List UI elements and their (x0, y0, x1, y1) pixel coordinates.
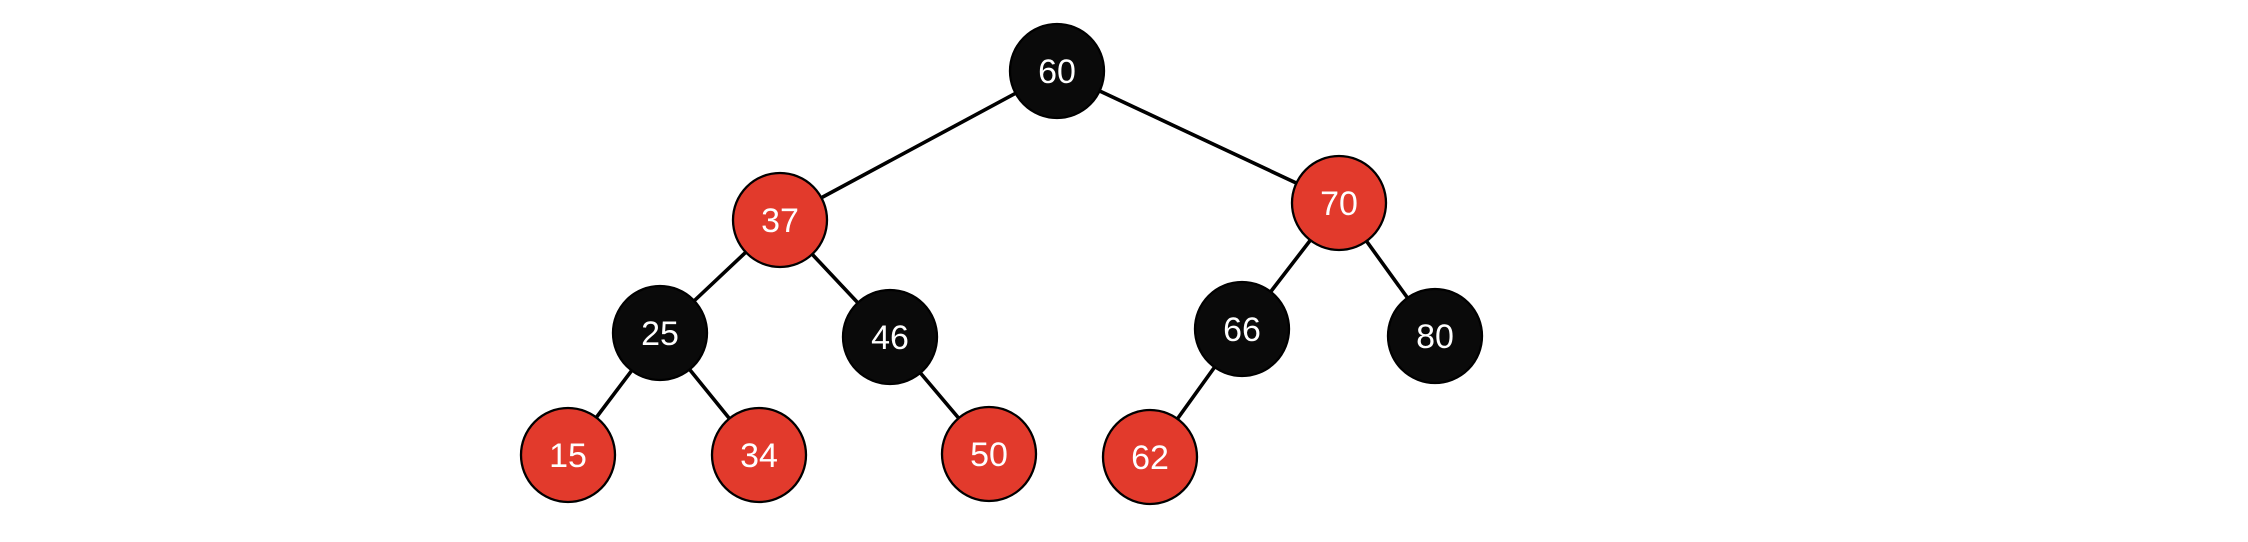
tree-node-25: 25 (611, 284, 709, 382)
node-label: 25 (641, 315, 679, 353)
node-label: 80 (1416, 318, 1454, 356)
tree-node-15: 15 (519, 406, 617, 504)
node-label: 70 (1320, 185, 1358, 223)
node-label: 34 (740, 437, 778, 475)
node-label: 46 (871, 319, 909, 357)
node-label: 15 (549, 437, 587, 475)
tree-edges-layer (566, 69, 1437, 459)
black-node-circle (1008, 22, 1106, 120)
node-label: 60 (1038, 53, 1076, 91)
tree-node-37: 37 (731, 171, 829, 269)
red-node-circle (940, 405, 1038, 503)
red-node-circle (710, 406, 808, 504)
red-node-circle (1290, 154, 1388, 252)
tree-node-34: 34 (710, 406, 808, 504)
node-label: 37 (761, 202, 799, 240)
tree-node-46: 46 (841, 288, 939, 386)
node-label: 66 (1223, 311, 1261, 349)
tree-node-80: 80 (1386, 287, 1484, 385)
black-node-circle (1386, 287, 1484, 385)
black-node-circle (611, 284, 709, 382)
red-node-circle (1101, 408, 1199, 506)
black-node-circle (1193, 280, 1291, 378)
tree-edge-60-70 (1056, 69, 1340, 205)
black-node-circle (841, 288, 939, 386)
tree-edge-60-37 (779, 69, 1058, 222)
tree-node-70: 70 (1290, 154, 1388, 252)
tree-nodes-layer: 60 37 70 25 46 66 80 15 34 50 62 (519, 22, 1484, 506)
node-label: 50 (970, 436, 1008, 474)
tree-node-60: 60 (1008, 22, 1106, 120)
red-node-circle (519, 406, 617, 504)
node-label: 62 (1131, 439, 1169, 477)
tree-node-62: 62 (1101, 408, 1199, 506)
tree-node-66: 66 (1193, 280, 1291, 378)
red-node-circle (731, 171, 829, 269)
tree-node-50: 50 (940, 405, 1038, 503)
